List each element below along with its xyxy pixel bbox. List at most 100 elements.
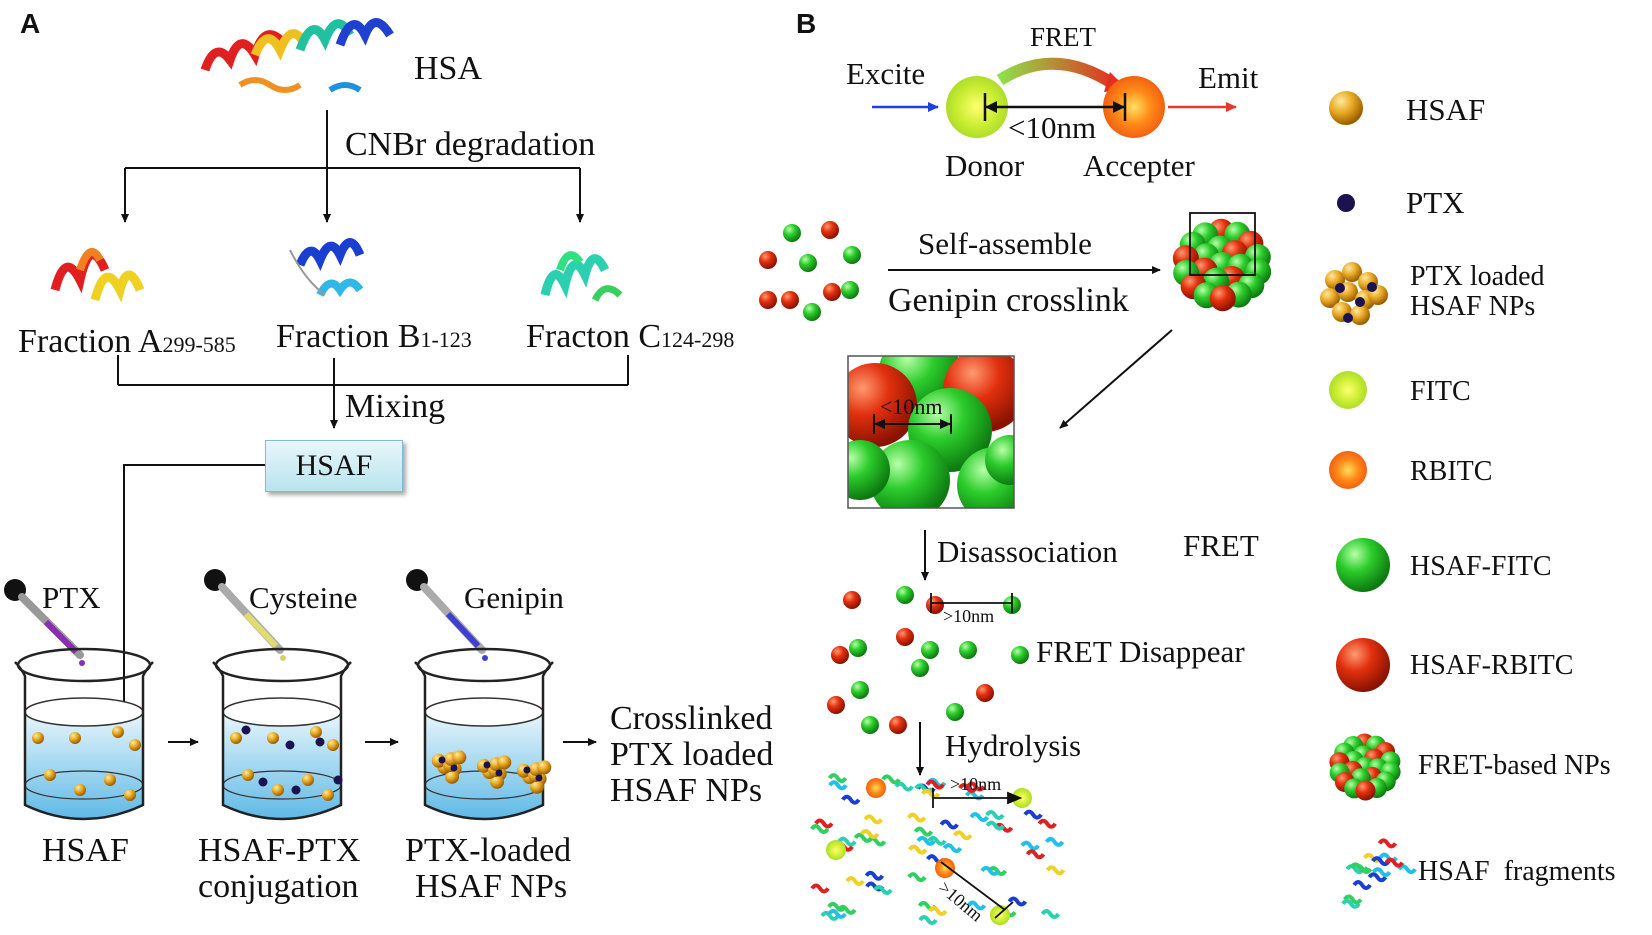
degradation-tree xyxy=(121,110,584,223)
hsaf-rbitc-sphere xyxy=(823,283,841,301)
hsaf-particle xyxy=(124,789,136,801)
hsaf-particle xyxy=(267,732,279,744)
legend-icons xyxy=(1320,91,1417,909)
beaker-1 xyxy=(14,647,154,821)
legend-fragments: HSAF fragments xyxy=(1418,856,1616,887)
cnbr-degradation-label: CNBr degradation xyxy=(345,126,596,163)
hsaf-fitc-sphere xyxy=(799,254,817,272)
legend-rbitc: RBITC xyxy=(1410,456,1493,487)
hsaf-fitc-sphere xyxy=(896,586,914,604)
donor-sphere xyxy=(946,76,1008,138)
result-line1: Crosslinked xyxy=(610,700,773,737)
legend-ptx-loaded: PTX loaded xyxy=(1410,261,1545,292)
fraction-c-protein-icon xyxy=(540,251,623,302)
ptx-particle xyxy=(285,740,295,750)
gt10-measure xyxy=(930,593,1013,613)
hsaf-particle xyxy=(112,726,124,738)
beaker-1-label: HSAF xyxy=(42,832,129,869)
ptx-np-cluster xyxy=(476,755,512,789)
ptx-dropper-icon xyxy=(4,579,85,666)
mixing-label: Mixing xyxy=(345,388,446,425)
hsaf-fitc-sphere xyxy=(851,681,869,699)
disassociated-spheres xyxy=(827,586,1029,734)
fret-nanoparticle xyxy=(1172,218,1272,312)
fret-schematic xyxy=(872,57,1237,138)
fret-label: FRET xyxy=(1030,22,1097,52)
hsaf-box: HSAF xyxy=(265,440,403,492)
result-line2: PTX loaded xyxy=(610,736,774,773)
hsa-protein-icon xyxy=(200,18,394,93)
zoom-distance-label: <10nm xyxy=(880,394,943,419)
hsaf-rbitc-sphere xyxy=(926,596,944,614)
hsaf-particle xyxy=(272,784,284,796)
excite-label: Excite xyxy=(846,56,926,91)
fraction-a-protein-icon xyxy=(50,248,145,303)
hsaf-particle xyxy=(230,732,242,744)
legend-fitc: FITC xyxy=(1410,376,1471,407)
fragments-icon xyxy=(1341,838,1417,909)
mixing-bracket xyxy=(117,355,629,725)
beaker-3 xyxy=(414,647,554,821)
hydrolysis-label: Hydrolysis xyxy=(945,728,1082,763)
hsa-label: HSA xyxy=(414,50,483,87)
hsaf-fitc-sphere xyxy=(841,281,859,299)
self-assemble-label: Self-assemble xyxy=(918,226,1092,261)
ptx-particle xyxy=(241,725,251,735)
beaker-2-label-line2: conjugation xyxy=(198,868,359,905)
hsaf-particle xyxy=(302,774,314,786)
hsaf-particle xyxy=(74,784,86,796)
rbitc-dot xyxy=(935,858,955,878)
zoom-panel xyxy=(847,355,1015,509)
hsaf-fitc-sphere xyxy=(911,659,929,677)
hsaf-rbitc-sphere xyxy=(827,696,845,714)
hsaf-particle xyxy=(322,789,334,801)
hsaf-particle xyxy=(310,726,322,738)
hsaf-fitc-sphere xyxy=(959,641,977,659)
ptx-np-cluster xyxy=(516,760,552,794)
donor-label: Donor xyxy=(945,148,1025,183)
free-hsaf-spheres xyxy=(759,221,861,321)
ptx-loaded-np-icon xyxy=(1320,262,1388,325)
beaker-3-label-line2: HSAF NPs xyxy=(415,868,568,905)
ptx-particle xyxy=(291,785,301,795)
hsaf-fitc-sphere xyxy=(861,716,879,734)
hsaf-particle xyxy=(242,769,254,781)
gt10-label-2: >10nm xyxy=(950,774,1002,794)
yellow-sphere-icon xyxy=(1329,371,1367,409)
ptx-dropper-label: PTX xyxy=(42,580,101,615)
fraction-b-label: Fraction B1-123 xyxy=(276,318,472,355)
hsaf-fitc-sphere xyxy=(803,303,821,321)
gt10-label: >10nm xyxy=(943,606,995,626)
gold-sphere-icon xyxy=(1329,91,1363,125)
genipin-dropper-icon xyxy=(406,569,488,661)
hsaf-fitc-sphere xyxy=(1011,646,1029,664)
cysteine-dropper-label: Cysteine xyxy=(249,580,358,615)
fret-transfer-arrow xyxy=(996,57,1119,91)
disassociation-label: Disassociation xyxy=(937,534,1118,569)
fitc-dot xyxy=(826,840,846,860)
hsaf-particle xyxy=(44,769,56,781)
legend-ptx: PTX xyxy=(1406,185,1465,220)
cysteine-dropper-icon xyxy=(204,569,286,661)
hsaf-rbitc-sphere xyxy=(831,646,849,664)
hsaf-fitc-sphere xyxy=(843,246,861,264)
hsaf-particle xyxy=(104,774,116,786)
panel-a-label: A xyxy=(20,8,41,39)
fraction-c-label: Fracton C124-298 xyxy=(526,318,735,355)
hsaf-rbitc-sphere xyxy=(889,716,907,734)
hsaf-particle xyxy=(32,732,44,744)
hsaf-fragments-cloud xyxy=(810,773,1066,926)
fret-np-icon xyxy=(1329,733,1401,801)
orange-sphere-icon xyxy=(1329,451,1367,489)
rbitc-dot xyxy=(866,778,886,798)
beaker-3-label-line1: PTX-loaded xyxy=(405,832,572,869)
red-sphere-icon xyxy=(1336,638,1390,692)
ptx-np-cluster xyxy=(431,750,467,784)
ptx-particle xyxy=(315,737,325,747)
hsaf-particle xyxy=(327,739,339,751)
beaker-2-label-line1: HSAF-PTX xyxy=(198,832,361,869)
distance-label: <10nm xyxy=(1008,110,1097,145)
ptx-particle xyxy=(333,775,343,785)
dark-dot-icon xyxy=(1337,194,1355,212)
hsaf-rbitc-sphere xyxy=(759,291,777,309)
